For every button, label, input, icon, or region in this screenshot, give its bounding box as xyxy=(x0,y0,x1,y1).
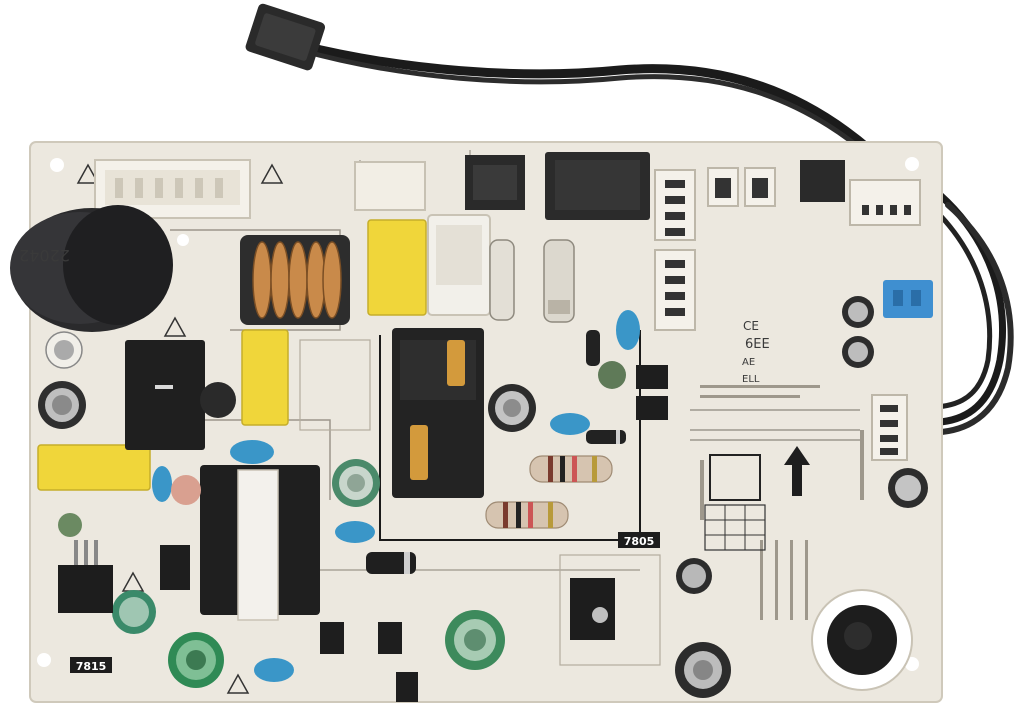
connector-black-top xyxy=(465,155,525,210)
resistor xyxy=(529,455,613,483)
fuse xyxy=(489,239,515,321)
capacitor-small xyxy=(168,632,224,688)
relay-main xyxy=(392,328,484,498)
svg-text:7805: 7805 xyxy=(624,535,655,548)
film-capacitor-yellow xyxy=(37,444,151,491)
capacitor-small xyxy=(45,331,83,369)
film-capacitor-yellow xyxy=(367,219,427,316)
arrow-up-icon xyxy=(784,446,810,496)
capacitor-small xyxy=(842,336,874,368)
capacitor-small xyxy=(445,610,505,670)
transformer xyxy=(200,465,320,621)
mounting-hole xyxy=(50,158,64,172)
wire-harness xyxy=(245,3,1014,436)
svg-text:7815: 7815 xyxy=(76,660,107,673)
mounting-hole xyxy=(37,653,51,667)
relay-white xyxy=(427,214,491,316)
capacitor-large: 22042 xyxy=(10,205,173,332)
qc-box xyxy=(709,454,761,501)
label-grid xyxy=(704,504,766,551)
relay-top xyxy=(545,152,650,220)
varistor xyxy=(58,361,626,537)
diode xyxy=(586,430,626,444)
capacitor-small xyxy=(112,590,156,634)
diode xyxy=(586,330,600,366)
voltage-regulator xyxy=(570,578,615,640)
ceramic-capacitor-blue xyxy=(152,310,640,682)
capacitor-small xyxy=(332,459,380,507)
capacitor-label: 22042 xyxy=(19,246,70,265)
connector-top-right xyxy=(800,160,921,226)
transistor xyxy=(160,365,668,702)
connector-vertical-2 xyxy=(654,249,696,331)
diode xyxy=(366,552,416,574)
wire-plug xyxy=(245,3,326,71)
capacitor-small xyxy=(888,468,928,508)
film-capacitor-yellow xyxy=(241,329,289,426)
mounting-hole xyxy=(905,157,919,171)
capacitor-small xyxy=(488,384,536,432)
regulator-label-7805: 7805 xyxy=(618,532,660,548)
buzzer xyxy=(811,589,913,691)
bridge-rectifier xyxy=(125,340,205,450)
connector-right-side xyxy=(871,394,908,461)
svg-text:ELL: ELL xyxy=(742,374,760,385)
silkscreen-markings: CE 6EE AE ELL xyxy=(742,319,770,385)
capacitor-small xyxy=(842,296,874,328)
connector-white-top xyxy=(354,161,426,211)
voltage-regulator xyxy=(58,540,113,613)
mounting-hole xyxy=(177,234,189,246)
connector-vertical-1 xyxy=(654,169,696,241)
inductor-choke xyxy=(240,235,350,325)
capacitor-small xyxy=(676,558,712,594)
capacitor-small xyxy=(675,642,731,698)
connector-small-pair xyxy=(707,167,776,207)
terminal-block-blue xyxy=(883,280,933,318)
capacitor-small xyxy=(38,381,86,429)
svg-text:6EE: 6EE xyxy=(745,337,770,352)
svg-text:CE: CE xyxy=(743,319,759,333)
resistor xyxy=(485,501,569,529)
regulator-label-7815: 7815 xyxy=(70,657,112,673)
svg-text:AE: AE xyxy=(742,357,755,368)
fuse xyxy=(543,239,575,323)
